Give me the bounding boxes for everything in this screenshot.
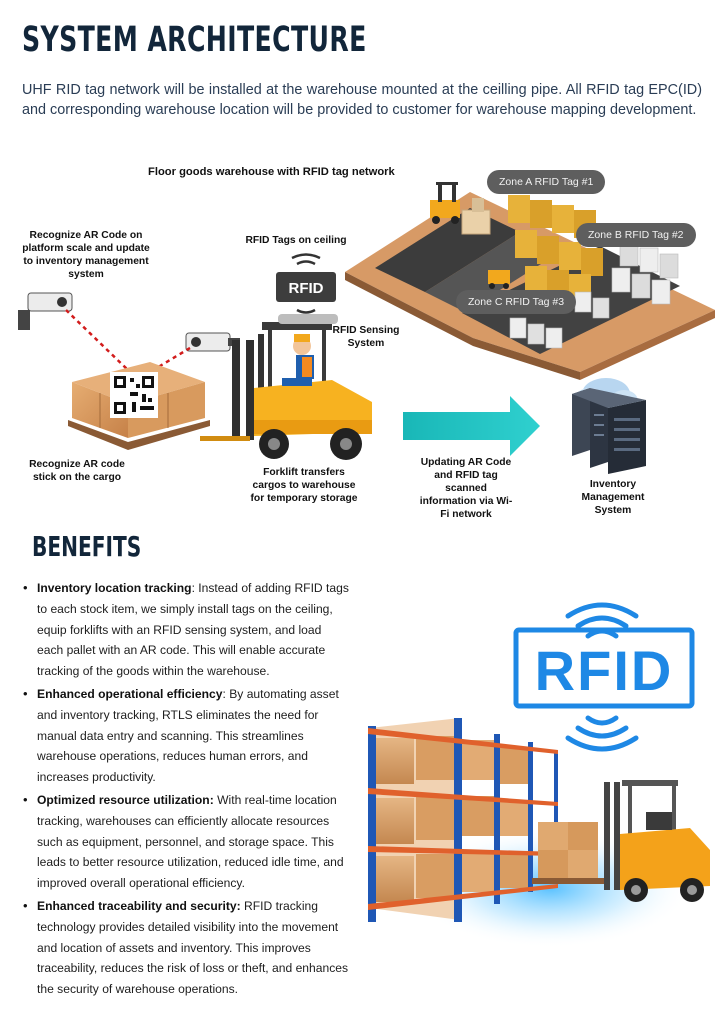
intro-paragraph: UHF RID tag network will be installed at… bbox=[22, 82, 702, 118]
zone-b-boxes bbox=[611, 241, 679, 305]
benefit-text: By automating asset and inventory tracki… bbox=[37, 686, 339, 785]
floor-title: Floor goods warehouse with RFID tag netw… bbox=[148, 166, 395, 178]
benefit-text: RFID tracking technology provides detail… bbox=[37, 898, 349, 997]
benefits-list: Inventory location tracking: Instead of … bbox=[20, 578, 350, 1002]
photo-forklift-icon bbox=[604, 780, 710, 902]
zone-a-label: Zone A RFID Tag #1 bbox=[487, 170, 606, 194]
rfid-logo-icon bbox=[513, 602, 695, 752]
ceiling-tags-label: RFID Tags on ceiling bbox=[245, 235, 347, 246]
warehouse-illustration: RFID bbox=[360, 590, 724, 1020]
security-camera-icon bbox=[18, 292, 73, 330]
inventory-system-label: Inventory Management System bbox=[581, 479, 645, 516]
data-flow-arrow bbox=[403, 396, 540, 456]
qr-code-icon bbox=[110, 372, 158, 418]
benefit-title: Enhanced operational efficiency bbox=[37, 686, 223, 701]
storage-rack-icon bbox=[368, 718, 558, 922]
benefit-item: Inventory location tracking: Instead of … bbox=[20, 578, 350, 682]
zone-c-label: Zone C RFID Tag #3 bbox=[456, 290, 577, 314]
warehouse-rack-artwork: RFID bbox=[368, 602, 710, 948]
benefit-title: Enhanced traceability and security: bbox=[37, 898, 241, 913]
warehouse-forklift-icon bbox=[430, 182, 510, 289]
benefit-text: Instead of adding RFID tags to each stoc… bbox=[37, 581, 349, 679]
forklift-icon bbox=[200, 314, 372, 460]
rfid-logo-text: RFID bbox=[535, 639, 674, 702]
sensing-system-label: RFID Sensing System bbox=[332, 325, 400, 349]
diagram-artwork: RFID bbox=[18, 182, 715, 474]
update-info-label: Updating AR Code and RFID tag scanned in… bbox=[419, 457, 513, 520]
rfid-tag-text: RFID bbox=[289, 280, 324, 297]
benefit-text: With real-time location tracking, wareho… bbox=[37, 792, 344, 891]
benefit-item: Enhanced traceability and security: RFID… bbox=[20, 896, 350, 1000]
benefit-title: Inventory location tracking bbox=[37, 581, 192, 595]
page-title: SYSTEM ARCHITECTURE bbox=[22, 20, 367, 60]
recognize-cargo-label: Recognize AR code stick on the cargo bbox=[29, 459, 125, 483]
benefit-title: Optimized resource utilization: bbox=[37, 792, 214, 807]
benefit-item: Optimized resource utilization: With rea… bbox=[20, 790, 350, 894]
camera-scan-line bbox=[65, 309, 131, 373]
server-rack-icon bbox=[572, 388, 646, 474]
forklift-transfer-label: Forklift transfers cargos to warehouse f… bbox=[250, 467, 358, 504]
pallet-boxes-icon bbox=[532, 822, 604, 884]
forklift-camera-icon bbox=[185, 332, 240, 352]
zone-b-label: Zone B RFID Tag #2 bbox=[576, 223, 696, 247]
benefits-title: BENEFITS bbox=[32, 530, 142, 563]
benefit-item: Enhanced operational efficiency: By auto… bbox=[20, 684, 350, 788]
recognize-scale-label: Recognize AR Code on platform scale and … bbox=[22, 230, 150, 280]
architecture-diagram: RFID bbox=[0, 150, 724, 530]
zone-c-boxes bbox=[509, 291, 610, 349]
